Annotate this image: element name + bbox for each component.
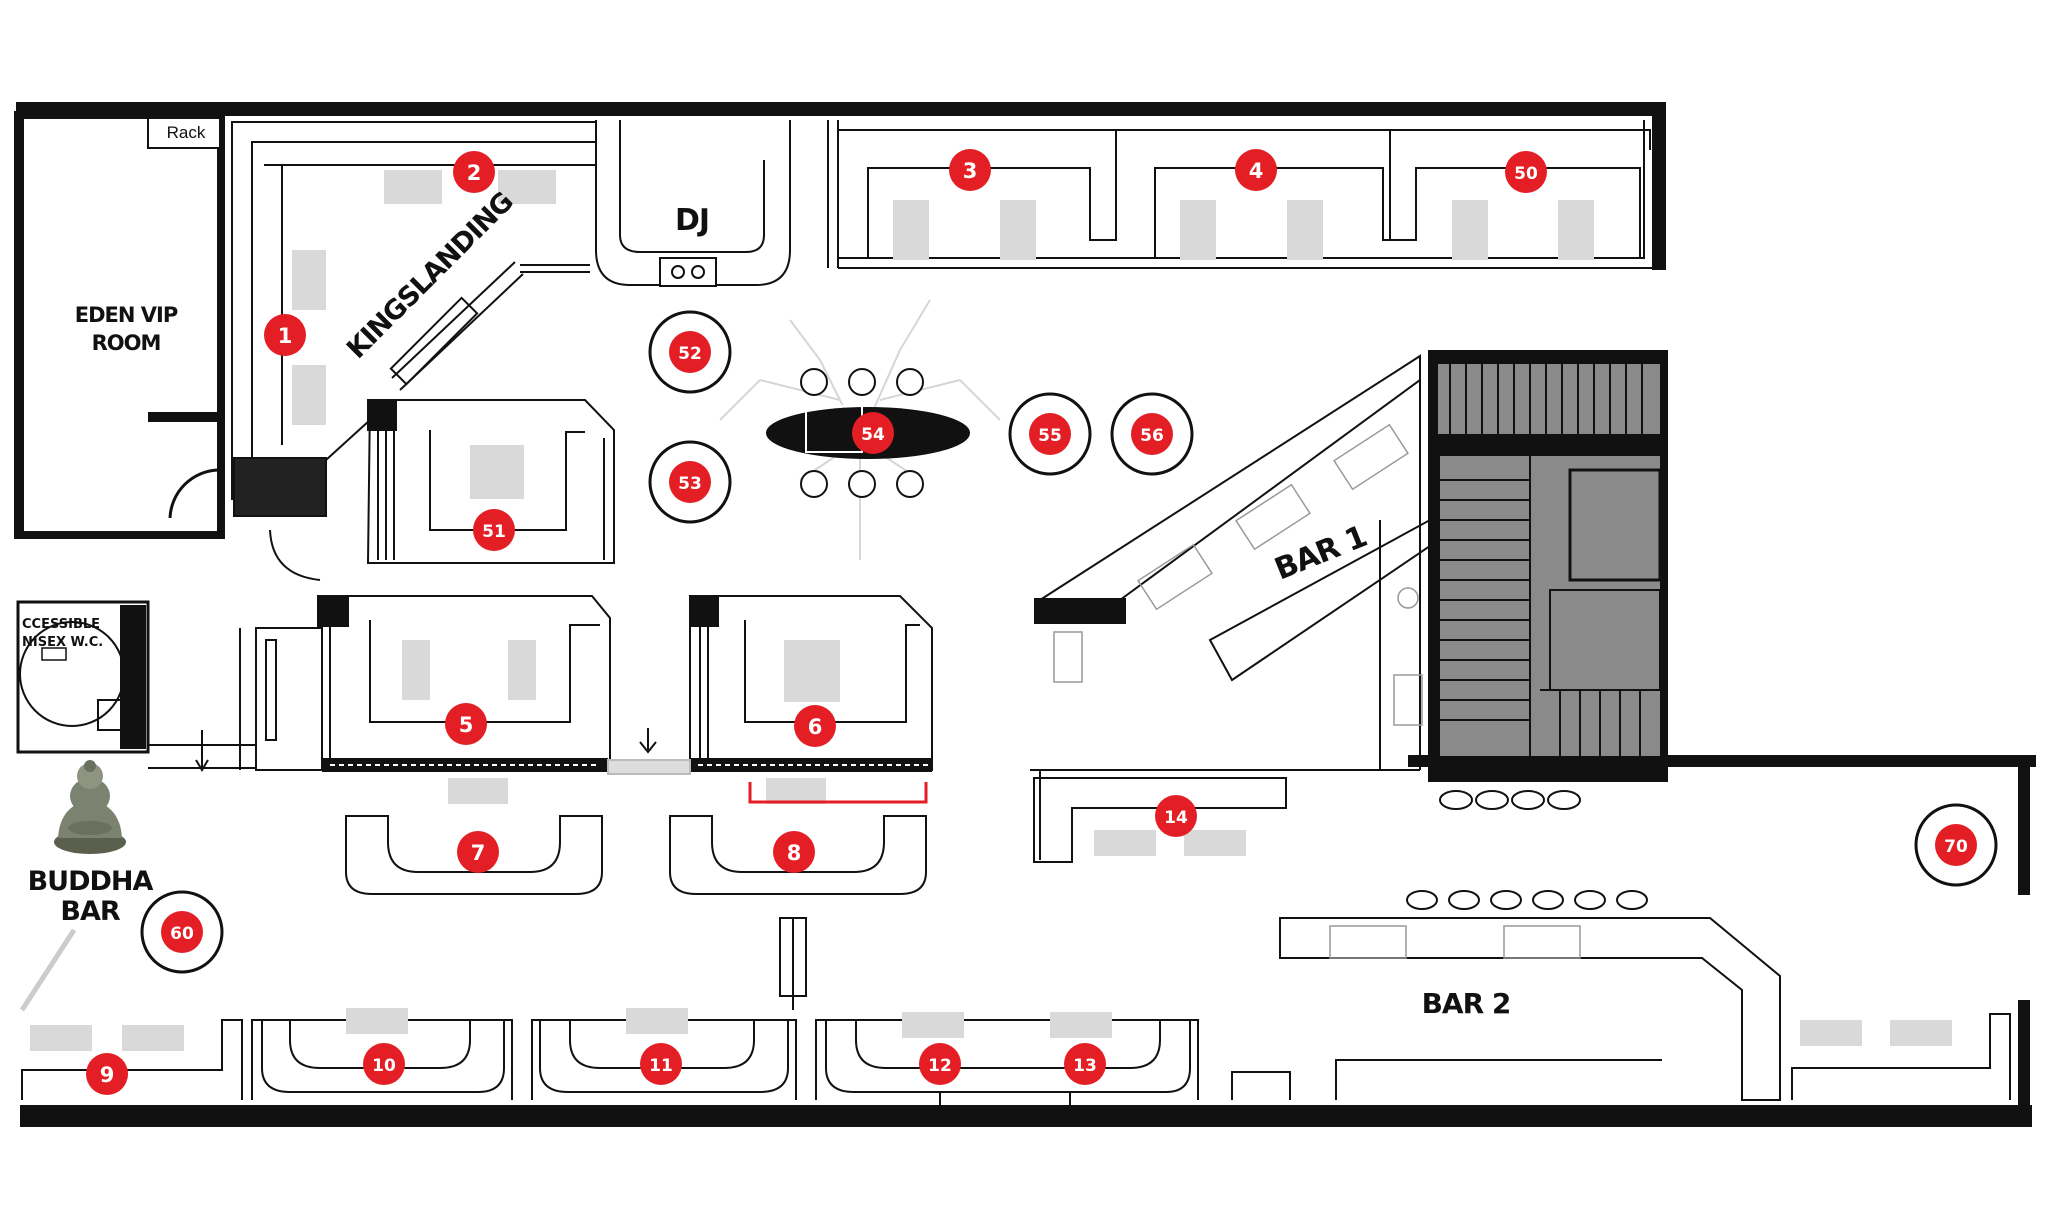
table-6-number: 6 (808, 715, 823, 739)
red-rope (748, 782, 928, 804)
corridor-wall (148, 730, 255, 772)
table-5[interactable]: 5 (445, 703, 487, 745)
booth-right (1791, 1013, 2011, 1100)
table-13-number: 13 (1073, 1056, 1097, 1076)
table-14[interactable]: 14 (1155, 795, 1197, 837)
booth-14 (1030, 769, 1420, 863)
table-1[interactable]: 1 (264, 314, 306, 356)
buddha-bar-label-line1: BUDDHA (28, 866, 154, 897)
staircase (1428, 350, 1668, 782)
tile-strip-booth-5 (322, 758, 932, 772)
table-badges: 1 2 3 4 50 51 52 53 54 55 56 5 6 7 8 9 1… (86, 149, 1977, 1095)
table-6[interactable]: 6 (794, 705, 836, 747)
table-52-number: 52 (678, 344, 702, 364)
table-53-number: 53 (678, 474, 702, 494)
table-2[interactable]: 2 (453, 151, 495, 193)
accessible-wc[interactable]: CCESSIBLE NISEX W.C. (16, 600, 150, 754)
booth-6 (689, 595, 933, 771)
table-51-number: 51 (482, 522, 506, 542)
table-50[interactable]: 50 (1505, 151, 1547, 193)
table-8[interactable]: 8 (773, 831, 815, 873)
pillar (779, 917, 807, 1010)
table-9[interactable]: 9 (86, 1053, 128, 1095)
round-tables (140, 310, 1998, 974)
top-booth-row (827, 120, 1666, 269)
wc-label-line2: NISEX W.C. (22, 635, 103, 650)
cushions-booth-1-2 (292, 170, 556, 425)
table-53[interactable]: 53 (669, 461, 711, 503)
bar-stools-bar1 (1439, 790, 1581, 810)
dj-label: DJ (675, 203, 709, 238)
eden-vip-room[interactable]: EDEN VIP ROOM (14, 111, 225, 539)
bottom-booth-row (21, 1019, 1199, 1106)
diagonal-wall (19, 928, 77, 1012)
kingslanding-bench (389, 261, 590, 391)
entry-arrow (607, 728, 691, 775)
table-12[interactable]: 12 (919, 1043, 961, 1085)
booth-7 (345, 815, 603, 895)
bar-2-label: BAR 2 (1422, 987, 1511, 1020)
table-4[interactable]: 4 (1235, 149, 1277, 191)
table-11-number: 11 (649, 1056, 673, 1076)
bar-1[interactable]: BAR 1 (1034, 354, 1431, 770)
wc-label-line1: CCESSIBLE (22, 617, 100, 632)
buddha-bar-label-line2: BAR (60, 896, 120, 927)
table-56[interactable]: 56 (1131, 413, 1173, 455)
table-9-number: 9 (100, 1063, 115, 1087)
table-7[interactable]: 7 (457, 831, 499, 873)
table-60[interactable]: 60 (161, 911, 203, 953)
table-3-number: 3 (963, 159, 978, 183)
booth-5 (239, 595, 611, 771)
cushion-51 (470, 445, 524, 499)
rack-box: Rack (147, 117, 221, 149)
booth-51 (366, 399, 615, 564)
cushions-top-booths (893, 200, 1594, 260)
table-2-number: 2 (467, 161, 482, 185)
eden-vip-label-line2: ROOM (92, 331, 161, 355)
table-70-number: 70 (1944, 837, 1968, 857)
table-70[interactable]: 70 (1935, 824, 1977, 866)
table-50-number: 50 (1514, 164, 1538, 184)
table-55[interactable]: 55 (1029, 413, 1071, 455)
table-14-number: 14 (1164, 808, 1188, 828)
table-4-number: 4 (1249, 159, 1264, 183)
table-1-number: 1 (278, 324, 293, 348)
table-13[interactable]: 13 (1064, 1043, 1106, 1085)
table-11[interactable]: 11 (640, 1043, 682, 1085)
table-55-number: 55 (1038, 426, 1062, 446)
long-table-54[interactable] (766, 368, 970, 498)
bar-2[interactable]: BAR 2 (1231, 917, 1781, 1101)
table-10-number: 10 (372, 1056, 396, 1076)
table-12-number: 12 (928, 1056, 952, 1076)
table-10[interactable]: 10 (363, 1043, 405, 1085)
cushions-booth-right (1800, 1020, 1952, 1046)
cushions-booth-5-6 (402, 640, 840, 804)
table-54[interactable]: 54 (852, 412, 894, 454)
outer-walls (16, 102, 2036, 1127)
table-52[interactable]: 52 (669, 331, 711, 373)
cushions-bottom-booths (30, 1008, 1112, 1051)
table-7-number: 7 (471, 841, 486, 865)
rack-label: Rack (167, 123, 206, 142)
buddha-statue-icon (54, 760, 126, 854)
dj-booth[interactable]: DJ (595, 120, 791, 287)
table-5-number: 5 (459, 713, 474, 737)
table-60-number: 60 (170, 924, 194, 944)
table-54-number: 54 (861, 425, 885, 445)
table-3[interactable]: 3 (949, 149, 991, 191)
bar-stools-bar2 (1406, 890, 1648, 910)
table-8-number: 8 (787, 841, 802, 865)
eden-vip-label-line1: EDEN VIP (75, 303, 178, 327)
kingslanding-label: KINGSLANDING (341, 187, 519, 365)
table-51[interactable]: 51 (473, 509, 515, 551)
booth-8 (669, 815, 927, 895)
table-56-number: 56 (1140, 426, 1164, 446)
cushions-booth-14 (1094, 830, 1246, 856)
